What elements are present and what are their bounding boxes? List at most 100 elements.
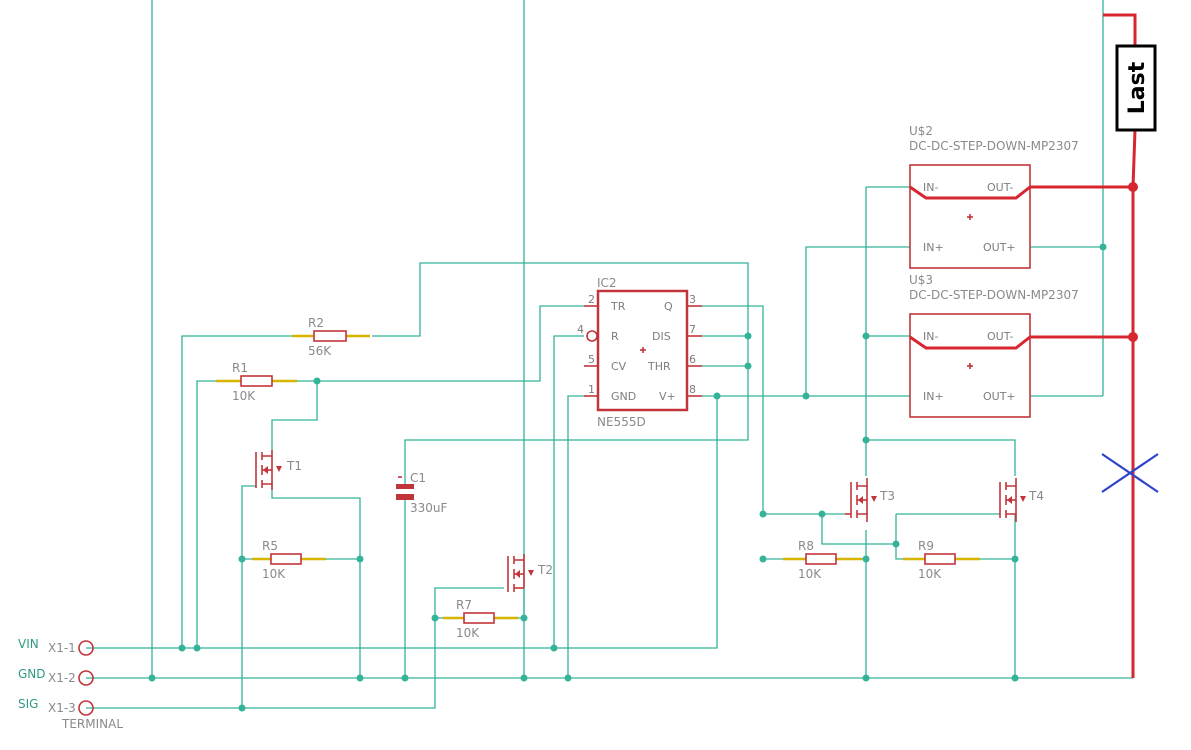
junction-dot [238, 704, 246, 712]
junctions [148, 243, 1107, 712]
terminal-pin-gnd[interactable]: GND X1-2 [18, 667, 94, 686]
junction-dot [713, 392, 721, 400]
capacitor-c1[interactable]: C1 330uF [396, 471, 448, 515]
ic2-pin-6-num: 6 [689, 353, 696, 366]
junction-dot [238, 555, 246, 563]
u2-name: U$2 [909, 124, 933, 138]
junction-dot [744, 362, 752, 370]
c1-name: C1 [410, 471, 426, 485]
transistor-t1[interactable]: T1 [255, 450, 302, 490]
junction-dot [431, 614, 439, 622]
transistor-t4[interactable]: T4 [999, 478, 1044, 522]
junction-dot [148, 674, 156, 682]
ic2-pin-5-num: 5 [588, 353, 595, 366]
junction-dot [178, 644, 186, 652]
junction-dot [550, 644, 558, 652]
junction-dot [862, 332, 870, 340]
net-sig-label: SIG [18, 697, 38, 711]
t3-name: T3 [879, 489, 895, 503]
junction-dot [356, 674, 364, 682]
ic2-pin-cv: CV [611, 360, 627, 373]
r8-name: R8 [798, 539, 814, 553]
ic2-pin-dis: DIS [652, 330, 671, 343]
load-power-net [1030, 13, 1138, 678]
ic2-pin-thr: THR [647, 360, 671, 373]
junction-dot [193, 644, 201, 652]
u2-value: DC-DC-STEP-DOWN-MP2307 [909, 139, 1079, 153]
c1-value: 330uF [410, 501, 448, 515]
resistor-r2[interactable]: R2 56K [292, 316, 370, 358]
r1-value: 10K [232, 389, 256, 403]
transistor-t2[interactable]: T2 [507, 554, 553, 592]
u2-pin-out-minus: OUT- [987, 181, 1013, 194]
net-gnd-label: GND [18, 667, 46, 681]
pin-x1-3-label: X1-3 [48, 701, 76, 715]
junction-dot [356, 555, 364, 563]
r7-name: R7 [456, 598, 472, 612]
timer-ic2[interactable]: 2 TR 4 R 5 CV 1 GND 3 Q 7 DIS 6 THR 8 V+… [577, 276, 702, 429]
junction-dot [744, 332, 752, 340]
ic2-pin-q: Q [664, 300, 673, 313]
junction-dot [862, 436, 870, 444]
u3-pin-in-minus: IN- [923, 330, 938, 343]
resistor-r1[interactable]: R1 10K [216, 361, 297, 403]
resistor-r5[interactable]: R5 10K [252, 539, 326, 581]
junction-dot [759, 510, 767, 518]
resistor-r7[interactable]: R7 10K [443, 598, 518, 640]
r9-name: R9 [918, 539, 934, 553]
resistor-r8[interactable]: R8 10K [783, 539, 862, 581]
junction-dot [892, 540, 900, 548]
ic2-pin-tr: TR [610, 300, 626, 313]
resistor-r9[interactable]: R9 10K [903, 539, 980, 581]
u2-pin-out-plus: OUT+ [983, 241, 1016, 254]
ic2-name: IC2 [597, 276, 617, 290]
ic2-pin-r: R [611, 330, 619, 343]
junction-dot [818, 510, 826, 518]
u3-pin-out-plus: OUT+ [983, 390, 1016, 403]
ic2-pin-7-num: 7 [689, 323, 696, 336]
pin-x1-2-label: X1-2 [48, 671, 76, 685]
t4-name: T4 [1028, 489, 1044, 503]
ic2-pin-2-num: 2 [588, 293, 595, 306]
junction-dot [313, 377, 321, 385]
junction-dot [1011, 674, 1019, 682]
terminal-pin-sig[interactable]: SIG X1-3 [18, 697, 94, 716]
ic2-pin-4-num: 4 [577, 323, 584, 336]
u2-pin-in-plus: IN+ [923, 241, 944, 254]
r2-name: R2 [308, 316, 324, 330]
junction-out-minus-1 [1128, 182, 1138, 192]
t2-name: T2 [537, 563, 553, 577]
ic2-value: NE555D [597, 415, 646, 429]
junction-dot [520, 674, 528, 682]
junction-dot [520, 614, 528, 622]
transistor-t3[interactable]: T3 [845, 478, 895, 522]
pin-x1-1-label: X1-1 [48, 641, 76, 655]
junction-dot [564, 674, 572, 682]
terminal-x1[interactable]: VIN X1-1 GND X1-2 SIG X1-3 TERMINAL [18, 637, 123, 731]
u3-name: U$3 [909, 273, 933, 287]
load-last[interactable]: Last [1115, 44, 1157, 132]
r1-name: R1 [232, 361, 248, 375]
converter-u3[interactable]: IN- OUT- IN+ OUT+ U$3 DC-DC-STEP-DOWN-MP… [909, 273, 1079, 418]
u3-pin-out-minus: OUT- [987, 330, 1013, 343]
ic2-pin-gnd: GND [611, 390, 636, 403]
ic2-pin-vplus: V+ [659, 390, 676, 403]
ic2-pin-8-num: 8 [689, 383, 696, 396]
junction-dot [862, 674, 870, 682]
load-label: Last [1125, 61, 1150, 114]
converter-u2[interactable]: IN- OUT- IN+ OUT+ U$2 DC-DC-STEP-DOWN-MP… [909, 124, 1079, 269]
t1-name: T1 [286, 459, 302, 473]
junction-dot [862, 555, 870, 563]
junction-out-minus-2 [1128, 332, 1138, 342]
junction-dot [401, 674, 409, 682]
r8-value: 10K [798, 567, 822, 581]
u3-value: DC-DC-STEP-DOWN-MP2307 [909, 288, 1079, 302]
cross-marker-icon [1101, 453, 1159, 493]
terminal-pin-vin[interactable]: VIN X1-1 [18, 637, 94, 656]
r9-value: 10K [918, 567, 942, 581]
net-wires [86, 0, 1133, 709]
ic2-pin-1-num: 1 [588, 383, 595, 396]
ic2-pin-3-num: 3 [689, 293, 696, 306]
reset-inverted-pin-icon [586, 330, 598, 342]
